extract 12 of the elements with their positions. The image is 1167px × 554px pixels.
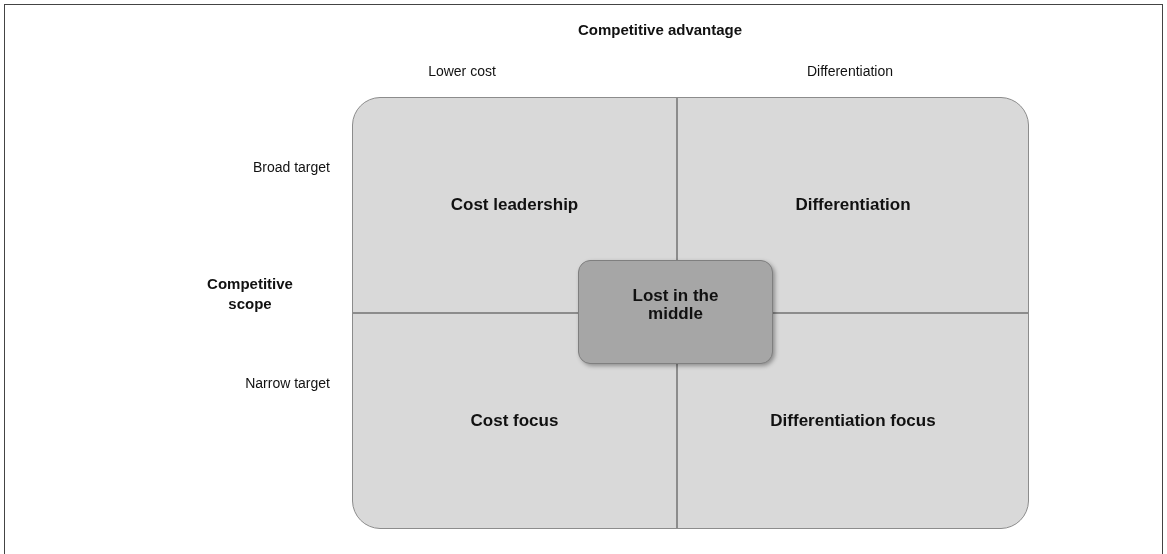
axis-label: Narrow target	[244, 374, 330, 393]
quadrant-label: Differentiation focus	[770, 411, 936, 431]
quadrant-label: Cost focus	[470, 411, 559, 431]
axis-label: Competitive advantage	[576, 20, 744, 40]
quadrant-label: Cost leadership	[450, 195, 579, 215]
center-box	[578, 260, 773, 364]
axis-label: Competitive scope	[206, 274, 294, 313]
axis-label: Differentiation	[805, 62, 895, 81]
quadrant-label: Lost in the middle	[632, 286, 719, 323]
quadrant-label: Differentiation	[795, 195, 911, 215]
axis-label: Lower cost	[427, 62, 497, 81]
axis-label: Broad target	[251, 158, 330, 177]
